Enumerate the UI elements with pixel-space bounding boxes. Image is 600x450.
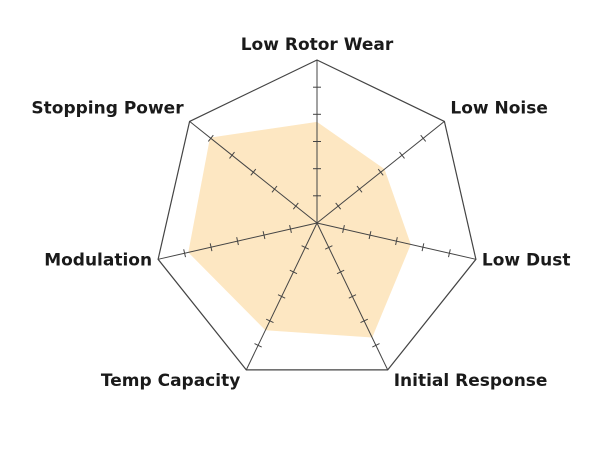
tick-modulation-5 [183,249,186,258]
tick-low-dust-3 [395,237,398,246]
radar-frame [157,59,477,371]
tick-initial-response-1 [324,245,333,250]
tick-low-dust-4 [421,243,425,252]
axis-label-low-rotor-wear: Low Rotor Wear [241,35,394,55]
tick-low-noise-2 [356,185,363,193]
tick-initial-response-5 [372,343,380,348]
tick-modulation-1 [289,224,292,234]
tick-low-noise-1 [335,202,342,210]
tick-temp-capacity-3 [277,294,286,299]
tick-stopping-power-3 [250,168,257,176]
tick-initial-response-2 [336,269,345,275]
axis-label-initial-response: Initial Response [394,371,548,391]
axis-label-low-dust: Low Dust [482,250,571,270]
tick-low-dust-1 [342,224,345,234]
axis-label-stopping-power: Stopping Power [31,98,184,118]
tick-low-dust-2 [368,231,372,240]
tick-initial-response-4 [360,318,369,324]
tick-modulation-3 [236,237,239,246]
tick-temp-capacity-4 [265,318,274,324]
tick-low-dust-5 [448,249,451,258]
tick-modulation-2 [262,231,266,240]
axis-label-modulation: Modulation [44,250,152,270]
tick-stopping-power-1 [292,202,299,210]
tick-low-noise-4 [399,151,405,159]
tick-temp-capacity-5 [254,343,262,348]
data-area [188,121,411,338]
tick-stopping-power-4 [229,151,235,159]
axis-labels: Low Rotor Wear Low Noise Low Dust Initia… [31,35,570,391]
tick-temp-capacity-1 [301,245,310,250]
tick-modulation-4 [209,243,213,252]
tick-low-noise-5 [420,134,427,142]
axis-label-low-noise: Low Noise [450,98,548,118]
tick-low-noise-3 [377,168,384,176]
tick-stopping-power-5 [207,134,214,142]
tick-stopping-power-2 [271,185,278,193]
axis-label-temp-capacity: Temp Capacity [101,371,240,391]
tick-initial-response-3 [348,294,357,299]
tick-temp-capacity-2 [289,269,298,275]
radar-ticks [183,86,451,348]
